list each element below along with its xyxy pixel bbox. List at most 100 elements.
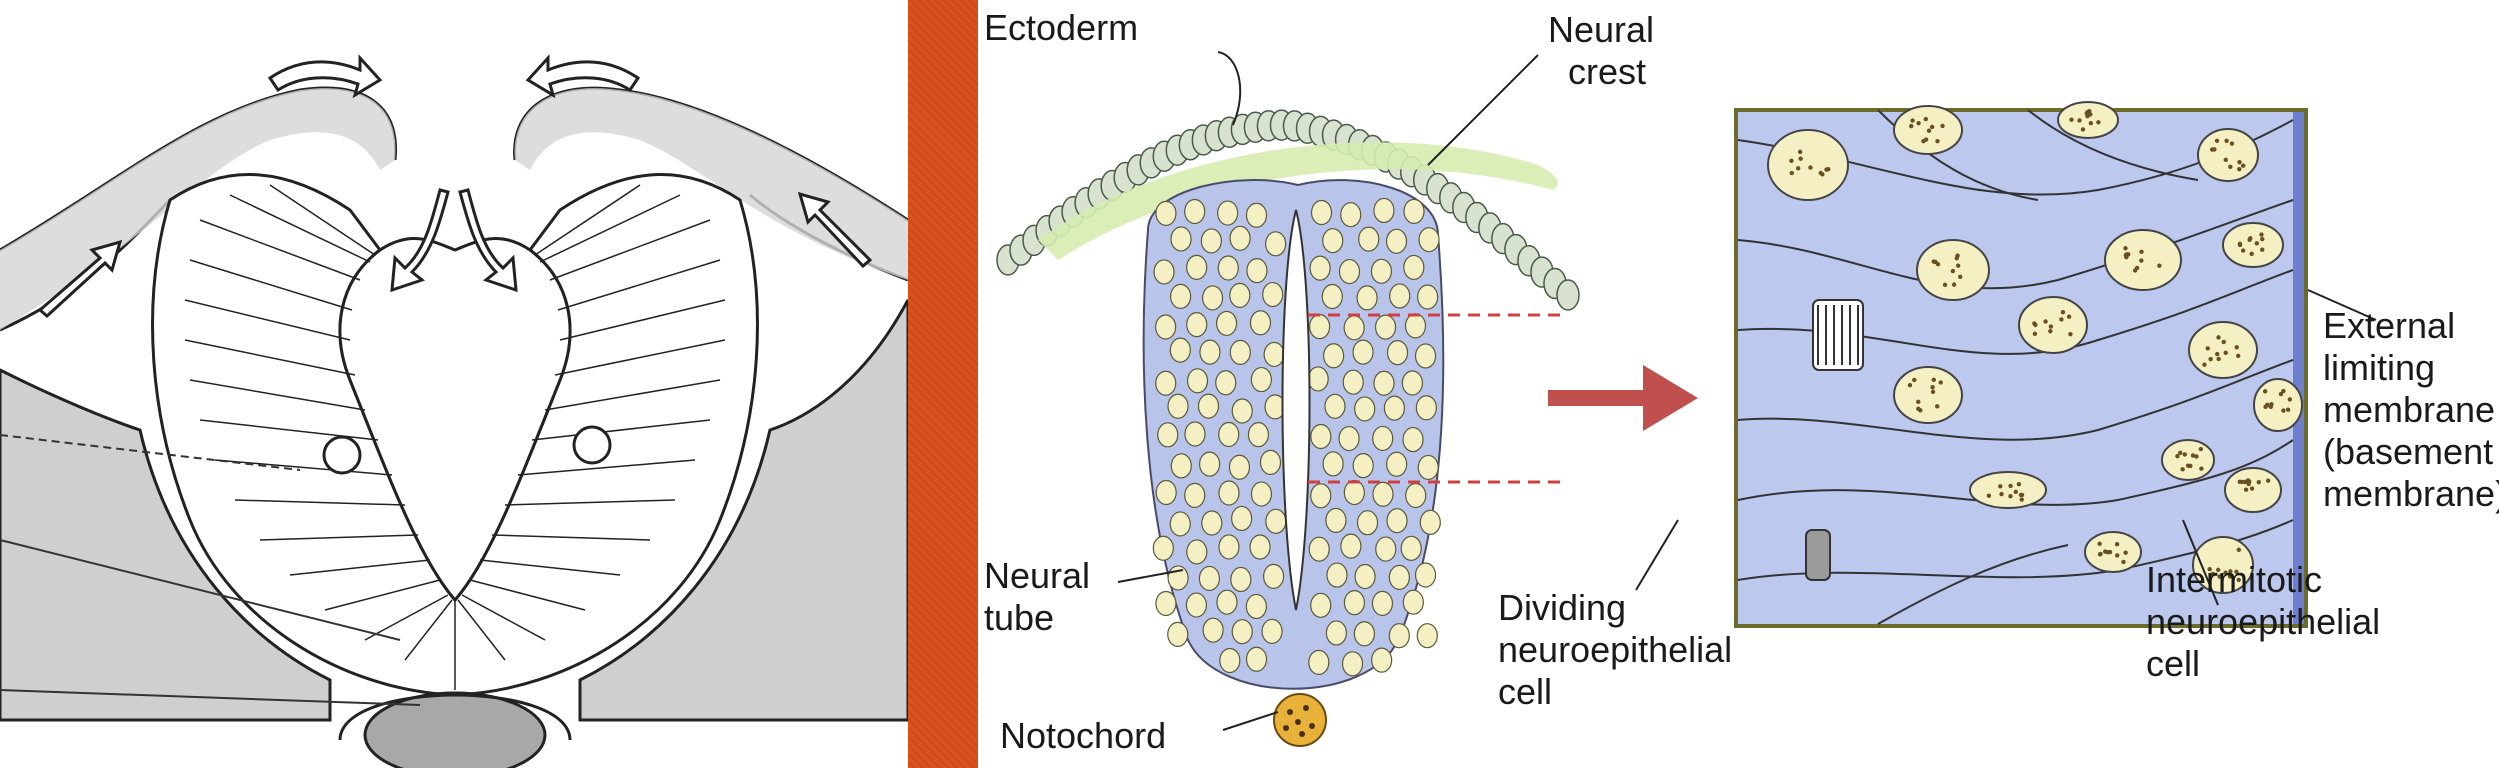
chromatin-dot xyxy=(2178,450,2183,456)
chromatin-dot xyxy=(2245,478,2251,483)
neural-tube-cell xyxy=(1322,228,1344,254)
chromatin-dot xyxy=(2278,391,2284,397)
dividing-cell-chromosomes xyxy=(1805,299,1864,581)
chromatin-dot xyxy=(1797,149,1803,155)
neural-tube-cell xyxy=(1197,393,1220,419)
left-ectoderm-band xyxy=(0,88,396,330)
neural-tube-cell xyxy=(1340,202,1362,228)
neural-tube-label-line1: Neural xyxy=(984,555,1090,596)
right-mesoderm xyxy=(578,299,908,722)
chromatin-dot xyxy=(2216,567,2221,573)
chromatin-dot xyxy=(2134,265,2140,271)
neural-tube-cell xyxy=(1326,562,1348,588)
chromatin-dot xyxy=(2254,241,2260,246)
left-mitotic-cell xyxy=(322,435,362,475)
chromatin-dot xyxy=(2033,322,2038,328)
neural-tube-cell xyxy=(1309,313,1331,340)
neural-tube-cell xyxy=(1419,509,1441,535)
chromatin-dot xyxy=(1912,377,1917,383)
chromatin-dot xyxy=(2139,249,2144,254)
chromatin-dot xyxy=(2243,487,2249,492)
neural-tube-cell xyxy=(1308,536,1330,562)
neural-tube-cell xyxy=(1372,425,1394,452)
neural-tube-cell xyxy=(1402,426,1424,453)
neural-tube-cell xyxy=(1417,454,1439,481)
notochord-shape xyxy=(363,691,547,768)
neural-tube-cell xyxy=(1415,395,1437,421)
neural-tube-cell xyxy=(1230,566,1252,593)
chromatin-dot xyxy=(2157,263,2162,268)
external-membrane-label-line5: membrane) xyxy=(2323,473,2499,514)
neural-tube-cell xyxy=(1321,283,1343,310)
chromatin-dot xyxy=(2096,120,2101,125)
neural-tube-cell xyxy=(1403,198,1425,225)
chromatin-dot xyxy=(2013,489,2019,495)
chromatin-dot xyxy=(2123,550,2128,555)
chromatin-dot xyxy=(2077,118,2082,123)
chromatin-dot xyxy=(2048,328,2053,334)
chromatin-dot xyxy=(2256,479,2261,485)
neural-tube-cell xyxy=(1265,508,1287,534)
chromatin-dot xyxy=(1986,493,1992,498)
chromatin-dot xyxy=(2214,138,2220,143)
chromatin-dot xyxy=(2180,467,2185,472)
neural-tube-cell xyxy=(1386,340,1409,366)
chromatin-dot xyxy=(2259,232,2264,237)
chromatin-dot xyxy=(1826,167,1831,172)
nucleus xyxy=(2222,222,2284,268)
notochord-dots xyxy=(1283,705,1315,737)
chromatin-dot xyxy=(2097,552,2103,557)
neural-tube-cell xyxy=(1414,343,1437,369)
chromatin-dot xyxy=(1926,128,1932,133)
chromatin-dot xyxy=(2246,481,2251,487)
chromatin-dot xyxy=(1789,158,1794,163)
chromatin-dot xyxy=(1951,282,1957,287)
chromatin-dot xyxy=(2207,567,2212,572)
neural-fold-drawing xyxy=(0,54,908,768)
neural-tube-cell xyxy=(1324,393,1346,419)
neural-tube-cell xyxy=(1388,623,1410,649)
chromatin-dot xyxy=(1954,256,1959,261)
nucleus xyxy=(1767,129,1849,201)
dividing-cell-label-line1: Dividing xyxy=(1498,587,1626,628)
neural-tube-cell xyxy=(1405,482,1427,509)
chromatin-dot xyxy=(1795,166,1801,171)
chromatin-dot xyxy=(2262,389,2268,394)
neural-tube-cell xyxy=(1245,593,1267,620)
chromatin-dot xyxy=(2260,236,2265,242)
chromatin-dot xyxy=(2260,247,2265,252)
chromatin-dot xyxy=(2103,549,2108,554)
chromatin-dot xyxy=(2228,569,2233,574)
chromatin-dot xyxy=(2228,164,2233,170)
chromatin-dot xyxy=(1940,123,1945,129)
chromatin-dot xyxy=(2088,120,2094,126)
neural-tube-cell xyxy=(1186,368,1209,394)
chromatin-dot xyxy=(1935,404,1940,409)
chromatin-dot xyxy=(2194,454,2199,459)
neural-tube-cell xyxy=(1155,479,1177,506)
external-membrane-label-line3: membrane xyxy=(2323,389,2495,430)
chromatin-dot xyxy=(2223,570,2228,575)
chromatin-dot xyxy=(2235,353,2241,359)
chromatin-dot xyxy=(1910,118,1915,123)
chromatin-dot xyxy=(2019,492,2025,498)
neural-tube-cell xyxy=(1228,454,1251,480)
chromatin-dot xyxy=(2249,486,2255,491)
straight-arrow-icon xyxy=(797,191,873,269)
neural-tube-cell xyxy=(1309,255,1331,281)
neural-tube-cell xyxy=(1249,534,1271,560)
neural-tube-cell xyxy=(1354,396,1376,422)
chromatin-dot xyxy=(1929,124,1935,130)
chromatin-dot xyxy=(1916,121,1921,126)
neural-tube-cell xyxy=(1371,647,1393,673)
chromatin-dot xyxy=(2208,356,2213,362)
chromatin-dot xyxy=(1942,282,1948,288)
chromatin-dot xyxy=(2236,577,2241,583)
chromatin-dot xyxy=(2223,157,2228,163)
chromatin-dot xyxy=(1918,408,1923,413)
neural-tube-cell xyxy=(1231,505,1253,532)
neural-tube-cell xyxy=(1186,539,1208,565)
neural-tube-cell xyxy=(1417,284,1439,310)
neural-tube-cell xyxy=(1167,621,1189,647)
chromatin-dot xyxy=(2234,569,2239,575)
